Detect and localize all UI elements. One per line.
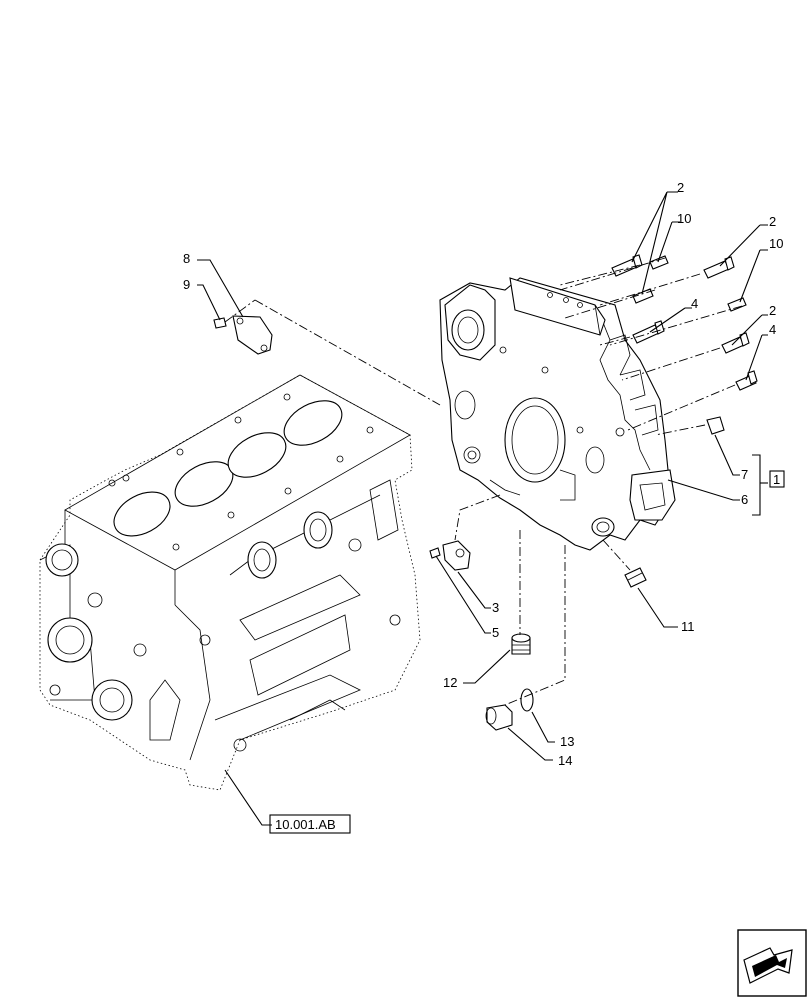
callout-14: 14 [558, 753, 572, 768]
callout-11: 11 [681, 619, 695, 634]
plug-14-part [485, 704, 513, 731]
callout-4-right: 4 [769, 322, 776, 337]
callout-labels: 2 10 2 10 4 2 4 8 9 7 1 6 3 5 11 12 13 1… [183, 180, 785, 768]
screw-5-part [429, 547, 441, 559]
flywheel-housing [439, 277, 676, 551]
reference-label[interactable]: 10.001.AB [275, 817, 336, 832]
bolts-group [611, 254, 758, 391]
screw-9-part [213, 317, 227, 329]
callout-13: 13 [560, 734, 574, 749]
callout-6: 6 [741, 492, 748, 507]
engine-block [39, 374, 421, 791]
plug-12-part [511, 633, 531, 655]
next-page-arrow-icon[interactable] [737, 929, 807, 997]
callout-3: 3 [492, 600, 499, 615]
callout-8: 8 [183, 251, 190, 266]
callout-10-top: 10 [677, 211, 691, 226]
leader-lines [197, 191, 768, 826]
assembly-lines [224, 257, 743, 706]
reference-box[interactable] [269, 814, 351, 834]
callout-9: 9 [183, 277, 190, 292]
callout-10-right: 10 [769, 236, 783, 251]
plug-11-part [624, 567, 647, 588]
callout-2-lower: 2 [769, 303, 776, 318]
callout-7: 7 [741, 467, 748, 482]
cover-plate-part [232, 315, 273, 355]
callout-1: 1 [773, 472, 780, 487]
reference-link[interactable]: 10.001.AB [269, 814, 351, 834]
callout-4-mid: 4 [691, 296, 698, 311]
callout-2-top: 2 [677, 180, 684, 195]
callout-1-box [769, 470, 785, 488]
callout-2-right: 2 [769, 214, 776, 229]
o-ring-13-part [520, 688, 534, 712]
callout-12: 12 [443, 675, 457, 690]
gasket-3-part [442, 540, 471, 571]
callout-5: 5 [492, 625, 499, 640]
plug-7-part [706, 416, 725, 435]
